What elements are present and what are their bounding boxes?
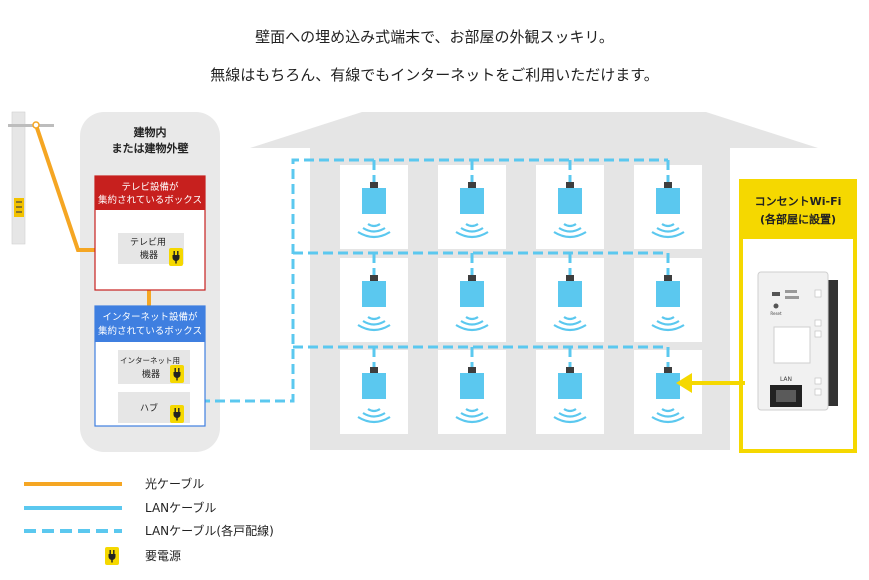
- legend-label-lan: LANケーブル: [145, 500, 216, 515]
- internet-equipment-box: [94, 305, 206, 427]
- headline-line2: 無線はもちろん、有線でもインターネットをご利用いただけます。: [210, 66, 659, 84]
- legend-label-power: 要電源: [145, 549, 181, 563]
- internet-device-label-line2: 機器: [142, 368, 160, 380]
- outlet-wifi-device-icon: [757, 271, 838, 411]
- utility-pole-icon: [8, 111, 54, 245]
- outlet-wifi-title-line1: コンセントWi-Fi: [755, 195, 842, 208]
- power-plug-icon: [169, 248, 183, 266]
- tv-equipment-box: [94, 175, 206, 291]
- internet-box-header-line1: インターネット設備が: [102, 311, 198, 323]
- legend: 光ケーブル LANケーブル LANケーブル(各戸配線) 要電源: [24, 476, 274, 565]
- power-plug-icon: [170, 365, 184, 383]
- outlet-wifi-arrow: [676, 373, 745, 393]
- building-panel-title-line1: 建物内: [134, 125, 167, 139]
- outlet-device-lan-label: LAN: [780, 376, 792, 383]
- internet-box-header-line2: 集約されているボックス: [98, 325, 202, 337]
- lan-dashed-wiring: [185, 158, 670, 403]
- legend-power-plug-icon: [105, 547, 119, 565]
- legend-label-fiber: 光ケーブル: [145, 476, 204, 491]
- tv-device-label-line1: テレビ用: [130, 237, 166, 248]
- apartment-building: [250, 112, 818, 450]
- legend-label-lan-dashed: LANケーブル(各戸配線): [145, 523, 274, 538]
- power-plug-icon: [170, 405, 184, 423]
- outlet-wifi-title-line2: (各部屋に設置): [760, 212, 836, 226]
- building-panel-title-line2: または建物外壁: [112, 141, 189, 155]
- tv-box-header-line2: 集約されているボックス: [98, 194, 202, 206]
- internet-device-label-line1: インターネット用: [120, 356, 180, 365]
- hub-label: ハブ: [140, 402, 158, 414]
- tv-box-header-line1: テレビ設備が: [121, 181, 179, 193]
- outlet-device-reset-label: Reset: [770, 311, 782, 316]
- tv-device-label-line2: 機器: [140, 249, 158, 261]
- headline-line1: 壁面への埋め込み式端末で、お部屋の外観スッキリ。: [255, 28, 614, 46]
